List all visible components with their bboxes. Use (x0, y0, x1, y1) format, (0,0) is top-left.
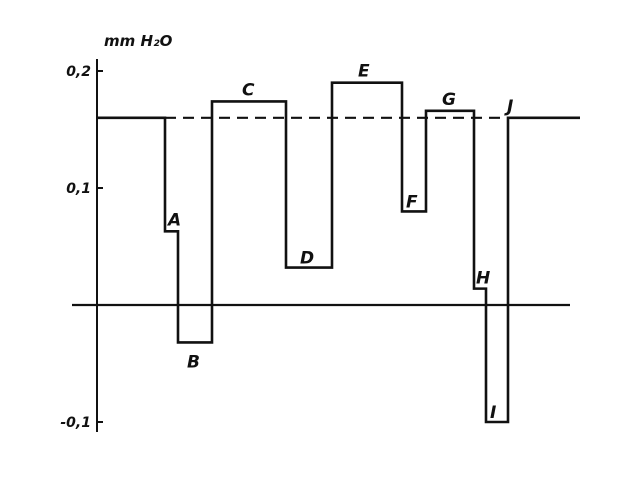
segment-label-c: C (242, 80, 255, 100)
segment-label-i: I (490, 403, 496, 423)
segment-label-b: B (187, 352, 200, 372)
segment-label-j: J (504, 97, 513, 117)
segment-label-a: A (166, 210, 181, 230)
segment-labels: A B C D E F G H I J (166, 62, 513, 423)
segment-label-g: G (442, 90, 456, 110)
y-axis-unit-label: mm H₂O (104, 32, 173, 50)
segment-label-e: E (358, 62, 370, 82)
pressure-trace (97, 81, 580, 424)
y-tick-label: 0,2 (66, 64, 91, 80)
segment-label-d: D (300, 249, 314, 269)
axes (72, 59, 570, 432)
y-tick-label: 0,1 (66, 181, 91, 197)
y-tick-label: -0,1 (60, 415, 91, 431)
segment-label-f: F (406, 192, 418, 212)
segment-label-h: H (476, 269, 490, 289)
y-ticks: 0,2 0,1 -0,1 (60, 64, 103, 431)
